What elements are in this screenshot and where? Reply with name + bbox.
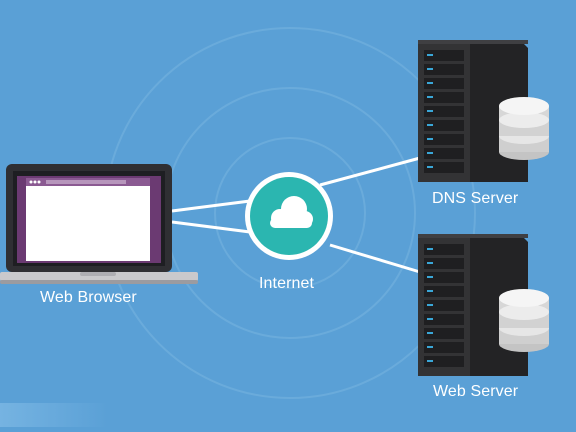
signal-rings	[104, 27, 476, 399]
web-server-icon	[418, 234, 549, 376]
database-icon	[499, 289, 549, 352]
link-browser-internet-top	[171, 199, 251, 213]
cloud-icon	[270, 196, 313, 228]
internet-hub	[245, 172, 333, 260]
connections	[171, 156, 421, 274]
link-browser-internet-bottom	[171, 220, 251, 234]
corner-watermark	[0, 403, 108, 427]
web-server-label: Web Server	[433, 383, 519, 400]
laptop-icon	[0, 164, 198, 284]
link-internet-web	[329, 243, 421, 274]
web-browser-label: Web Browser	[40, 289, 137, 306]
link-internet-dns	[319, 156, 421, 187]
dns-server-label: DNS Server	[432, 190, 519, 207]
dns-server-icon	[418, 40, 549, 182]
database-icon	[499, 97, 549, 160]
internet-label: Internet	[259, 275, 315, 292]
